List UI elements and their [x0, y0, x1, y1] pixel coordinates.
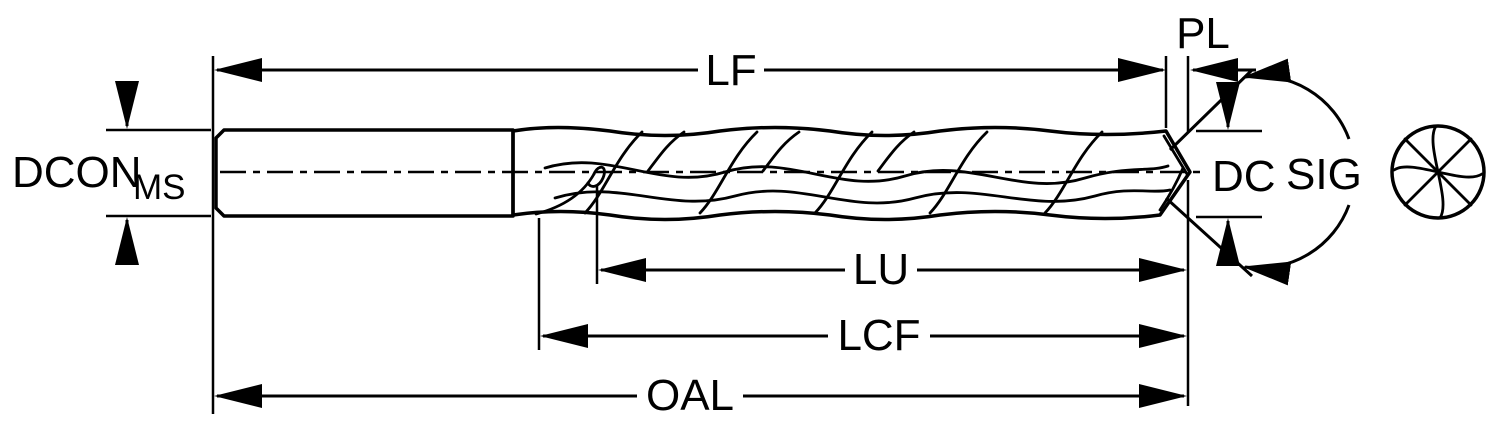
- lcf-label: LCF: [837, 311, 920, 360]
- lcf-dimension: LCF: [540, 311, 1187, 360]
- flute-line: [876, 130, 916, 173]
- lf-dimension: LF: [214, 46, 1166, 95]
- dc-label: DC: [1212, 152, 1276, 201]
- flute-line: [1043, 130, 1104, 215]
- flute-helix-lines: [534, 130, 1189, 216]
- sig-dimension: SIG: [1164, 58, 1362, 286]
- end-view-circle: [1390, 124, 1486, 220]
- lu-dimension: LU: [598, 245, 1187, 294]
- angle-arc: [1242, 204, 1351, 286]
- flute-edge-line: [553, 188, 1172, 205]
- dcon-label: DCON: [12, 148, 142, 197]
- angle-arc: [1242, 58, 1351, 140]
- pl-label: PL: [1176, 9, 1230, 58]
- dcon-sub-label: MS: [133, 168, 186, 207]
- oal-dimension: OAL: [214, 371, 1187, 420]
- flute-line: [761, 130, 801, 173]
- oal-label: OAL: [646, 371, 734, 420]
- end-view-flute-line: [1403, 137, 1473, 207]
- drill-fluted-body: [511, 125, 1192, 222]
- point-angle-line: [1164, 196, 1254, 278]
- flute-line: [813, 130, 874, 215]
- flute-runout-loop: [586, 165, 606, 188]
- dc-dimension: DC: [1212, 82, 1276, 266]
- flute-edge-line: [543, 161, 1170, 185]
- flute-line: [646, 130, 686, 173]
- point-angle-line: [1168, 68, 1254, 152]
- lf-label: LF: [705, 46, 756, 95]
- lu-label: LU: [853, 245, 909, 294]
- flute-line: [698, 130, 759, 215]
- dcon-dimension: DCON MS: [12, 81, 186, 265]
- drill-end-view: [1390, 124, 1486, 220]
- extension-lines: [106, 56, 1262, 414]
- sig-label: SIG: [1286, 150, 1362, 199]
- point-edge-line: [1158, 166, 1185, 212]
- flute-line: [928, 130, 989, 215]
- flute-runout-line: [534, 172, 596, 216]
- flute-line: [583, 130, 644, 215]
